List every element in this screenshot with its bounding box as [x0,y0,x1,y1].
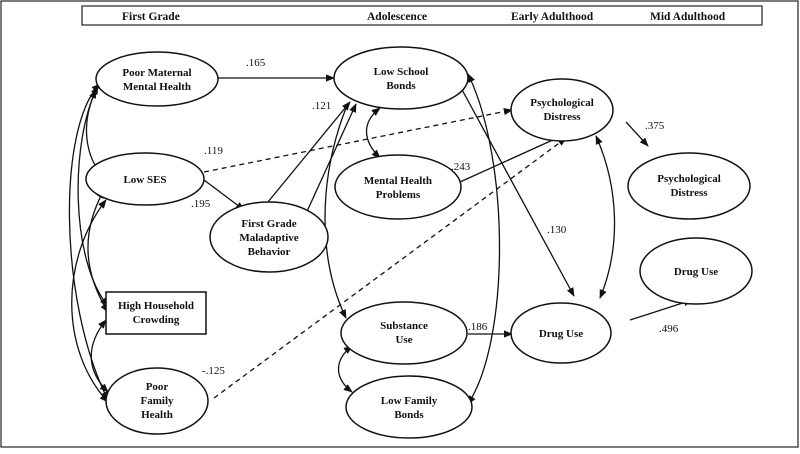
node-poor-maternal-mental-health [95,51,219,107]
label-school-l1: Low School [374,66,429,78]
label-family-health-l1: Poor [146,381,169,393]
label-distress-mid-l2: Distress [670,187,708,199]
coef-maternal-school: .165 [246,57,266,69]
node-psychological-distress-early [510,78,614,142]
label-school-l2: Bonds [386,80,416,92]
label-crowding-l1: High Household [118,300,194,312]
node-psychological-distress-mid [627,152,751,220]
path-family-to-distress [213,137,567,399]
label-behavior-l2: Maladaptive [239,232,298,244]
coef-distress-persistence: .375 [645,120,665,132]
path-school-to-substance [324,107,347,319]
label-low-ses: Low SES [123,174,166,186]
coef-substance-drug: .186 [468,321,488,333]
label-distress-early-l1: Psychological [530,97,594,109]
label-family-bonds-l1: Low Family [381,395,438,407]
label-mental-l1: Mental Health [364,175,432,187]
node-mental-health-problems [334,154,462,220]
path-behavior-to-school [267,101,351,203]
corr-ses-crowding [87,189,109,313]
node-substance-use [340,301,468,365]
corr-ses-family [71,199,109,403]
path-school-to-drug [459,85,575,297]
label-family-bonds-l2: Bonds [394,409,424,421]
node-poor-family-health [105,367,209,435]
node-drug-use-mid [639,237,753,305]
coef-behavior-school: .121 [312,100,331,112]
node-high-household-crowding [105,291,207,335]
label-drug-early: Drug Use [539,328,583,340]
header-mid-adulthood: Mid Adulthood [650,11,726,23]
corr-school-family [467,73,501,405]
node-low-ses [85,152,205,206]
path-distress-persistence [625,121,649,147]
header-early-adulthood: Early Adulthood [511,11,594,23]
coef-ses-behavior: .195 [191,198,211,210]
header-adolescence: Adolescence [367,11,427,23]
node-first-grade-maladaptive-behavior [209,201,329,273]
path-ses-to-distress [203,108,513,173]
coef-family-distress: -.125 [202,365,225,377]
label-family-health-l3: Health [141,409,173,421]
node-low-family-bonds [345,375,473,439]
corr-distress-drug [595,135,616,299]
corr-substance-family [337,345,353,393]
coef-school-drug: .130 [547,224,567,236]
path-ses-to-behavior [203,179,245,211]
period-header-bar [81,5,763,26]
label-distress-mid-l1: Psychological [657,173,721,185]
label-distress-early-l2: Distress [543,111,581,123]
label-poor-maternal-l1: Poor Maternal [122,67,191,79]
header-first-grade: First Grade [122,11,180,23]
label-crowding-l2: Crowding [133,314,180,326]
label-substance-l1: Substance [380,320,428,332]
coef-ses-distress: .119 [204,145,223,157]
path-mental-to-distress [459,133,567,183]
corr-crowding-family [90,319,109,393]
node-drug-use-early [510,302,612,364]
label-family-health-l2: Family [141,395,174,407]
coef-drug-persistence: .496 [659,323,679,335]
label-poor-maternal-l2: Mental Health [123,81,191,93]
label-substance-l2: Use [395,334,412,346]
node-low-school-bonds [333,46,469,110]
label-mental-l2: Problems [376,189,421,201]
label-behavior-l1: First Grade [241,218,296,230]
label-drug-mid: Drug Use [674,266,718,278]
label-behavior-l3: Behavior [248,246,291,258]
coef-mental-distress: .243 [451,161,471,173]
corr-school-mental [366,107,381,159]
